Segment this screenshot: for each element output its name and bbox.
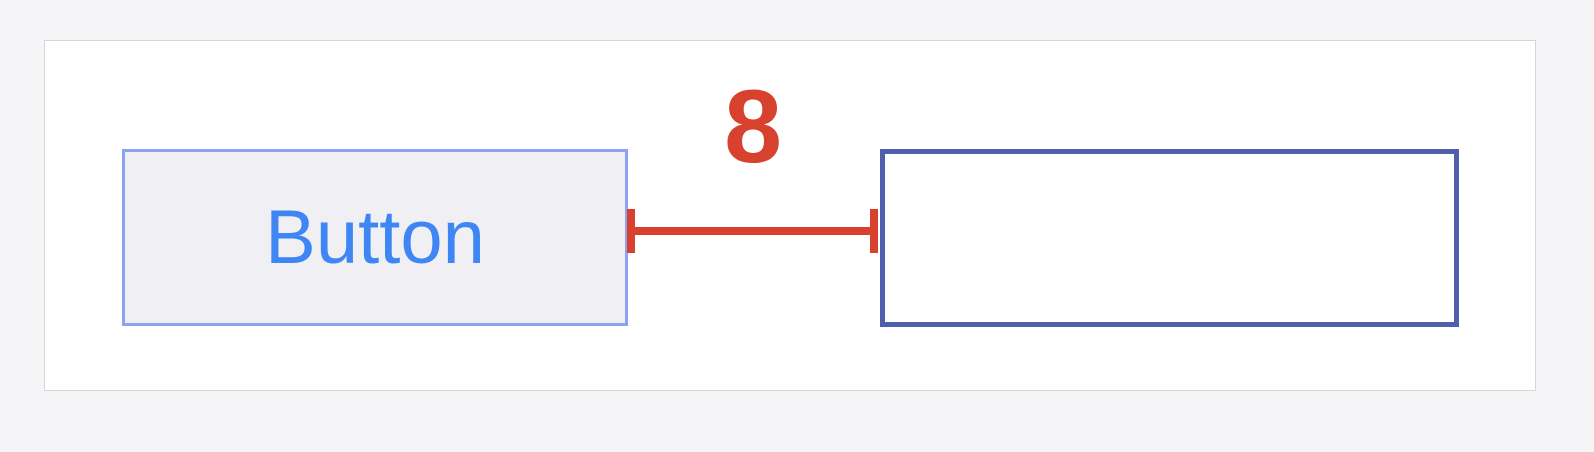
spacing-value-label: 8 <box>724 69 782 185</box>
demo-button[interactable]: Button <box>122 149 628 326</box>
text-field[interactable] <box>880 149 1459 327</box>
spacing-cap-left <box>627 209 635 253</box>
spacing-cap-right <box>870 209 878 253</box>
spacing-line <box>630 227 876 235</box>
